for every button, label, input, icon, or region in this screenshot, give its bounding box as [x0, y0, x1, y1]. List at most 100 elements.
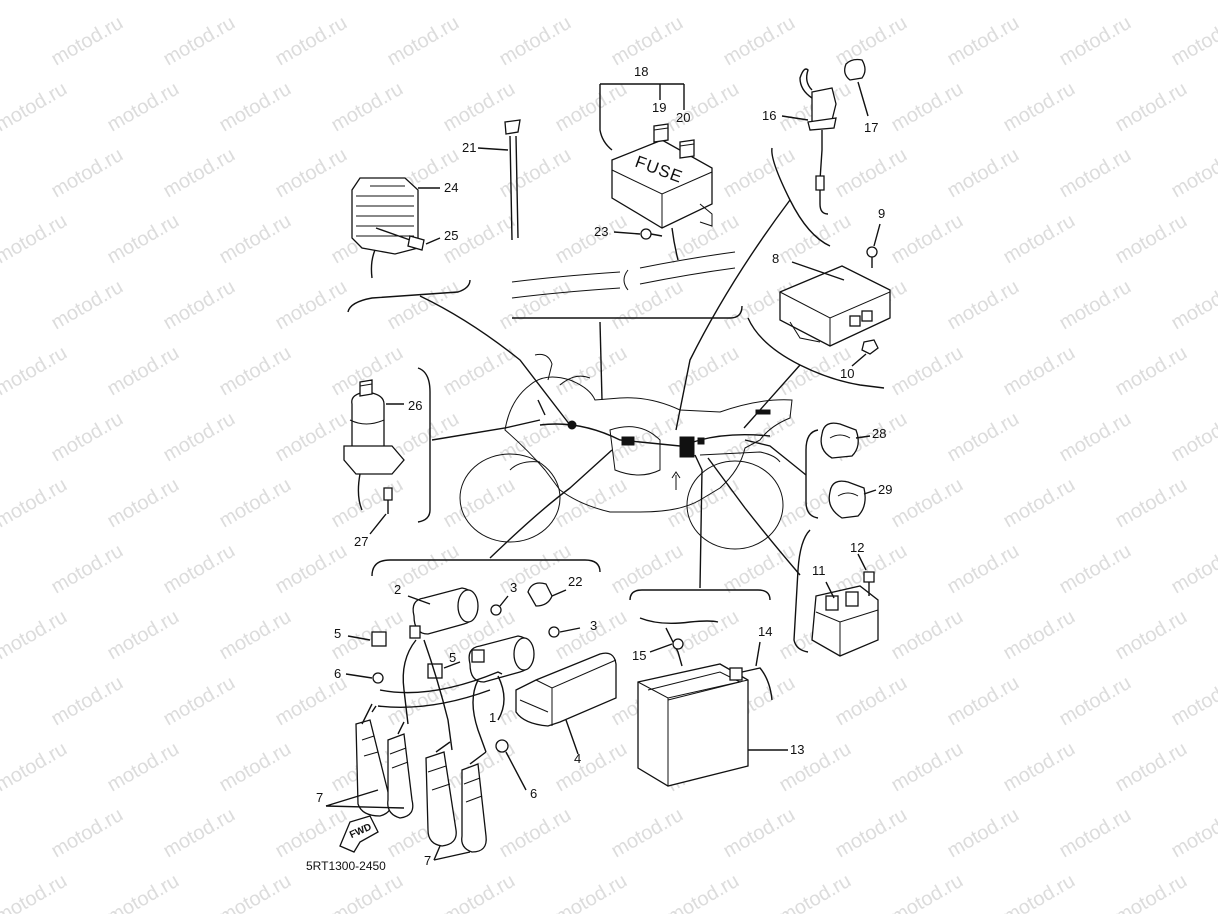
cdi-unit	[779, 261, 891, 347]
watermark-text: motod.ru	[1000, 78, 1079, 137]
watermark-text: motod.ru	[832, 144, 911, 203]
watermark-text: motod.ru	[48, 12, 127, 71]
watermark-text: motod.ru	[0, 870, 71, 914]
watermark-text: motod.ru	[1168, 672, 1218, 731]
watermark-text: motod.ru	[888, 0, 967, 4]
watermark-text: motod.ru	[48, 408, 127, 467]
fwd-arrow-icon: FWD	[339, 815, 379, 853]
callout-16: 16	[762, 108, 776, 123]
clamp-icon	[844, 58, 869, 117]
watermark-text: motod.ru	[608, 804, 687, 863]
watermark-text: motod.ru	[440, 870, 519, 914]
drawing-code: 5RT1300-2450	[306, 859, 386, 873]
bolt-icon	[857, 553, 875, 596]
watermark-text: motod.ru	[0, 0, 71, 4]
watermark-text: motod.ru	[1056, 540, 1135, 599]
clamp-icon	[828, 480, 877, 519]
callout-4: 4	[574, 751, 581, 766]
watermark-text: motod.ru	[664, 78, 743, 137]
watermark-text: motod.ru	[496, 12, 575, 71]
watermark-text: motod.ru	[272, 276, 351, 335]
clamp-icon	[820, 422, 871, 459]
watermark-text: motod.ru	[552, 78, 631, 137]
battery	[637, 663, 788, 787]
screw-icon	[866, 223, 881, 268]
watermark-text: motod.ru	[552, 342, 631, 401]
watermark-text: motod.ru	[104, 606, 183, 665]
callout-5: 5	[449, 650, 456, 665]
watermark-text: motod.ru	[1112, 78, 1191, 137]
callout-6: 6	[530, 786, 537, 801]
callout-3: 3	[510, 580, 517, 595]
callout-19: 19	[652, 100, 666, 115]
callout-7: 7	[316, 790, 323, 805]
fuse-icon	[679, 139, 695, 159]
watermark-text: motod.ru	[720, 408, 799, 467]
watermark-text: motod.ru	[1056, 408, 1135, 467]
main-switch	[343, 379, 405, 511]
watermark-text: motod.ru	[160, 672, 239, 731]
watermark-text: motod.ru	[888, 210, 967, 269]
watermark-text: motod.ru	[832, 804, 911, 863]
watermark-text: motod.ru	[216, 870, 295, 914]
watermark-text: motod.ru	[0, 210, 71, 269]
watermark-text: motod.ru	[272, 144, 351, 203]
watermark-text: motod.ru	[944, 540, 1023, 599]
watermark-text: motod.ru	[552, 474, 631, 533]
watermark-text: motod.ru	[496, 804, 575, 863]
watermark-text: motod.ru	[1168, 408, 1218, 467]
watermark-text: motod.ru	[160, 540, 239, 599]
spark-plug-cap	[387, 721, 414, 819]
callout-21: 21	[462, 140, 476, 155]
watermark-text: motod.ru	[832, 672, 911, 731]
watermark-text: motod.ru	[888, 474, 967, 533]
fuse-icon	[653, 123, 669, 143]
callout-10: 10	[840, 366, 854, 381]
watermark-text: motod.ru	[216, 474, 295, 533]
watermark-text: motod.ru	[888, 870, 967, 914]
watermark-text: motod.ru	[720, 804, 799, 863]
watermark-text: motod.ru	[104, 474, 183, 533]
watermark-text: motod.ru	[776, 738, 855, 797]
ignition-coil	[407, 587, 479, 639]
watermark-text: motod.ru	[552, 870, 631, 914]
watermark-text: motod.ru	[1112, 606, 1191, 665]
watermark-text: motod.ru	[160, 804, 239, 863]
bolt-icon	[375, 227, 441, 251]
watermark-text: motod.ru	[496, 276, 575, 335]
battery-lead	[639, 617, 719, 667]
watermark-text: motod.ru	[608, 408, 687, 467]
motorcycle-outline	[459, 353, 793, 550]
watermark-text: motod.ru	[160, 276, 239, 335]
watermark-text: motod.ru	[48, 144, 127, 203]
neutral-switch	[781, 68, 837, 215]
high-tension-leads	[371, 639, 505, 753]
watermark-text: motod.ru	[664, 342, 743, 401]
callout-26: 26	[408, 398, 422, 413]
callout-3: 3	[590, 618, 597, 633]
watermark-text: motod.ru	[552, 738, 631, 797]
watermark-text: motod.ru	[272, 408, 351, 467]
watermark-text: motod.ru	[1168, 804, 1218, 863]
screw-icon	[548, 626, 581, 638]
watermark-text: motod.ru	[944, 672, 1023, 731]
rectifier-regulator	[351, 177, 440, 279]
watermark-text: motod.ru	[216, 210, 295, 269]
watermark-text: motod.ru	[1112, 474, 1191, 533]
watermark-text: motod.ru	[272, 804, 351, 863]
callout-1: 1	[489, 710, 496, 725]
watermark-text: motod.ru	[328, 0, 407, 4]
callout-9: 9	[878, 206, 885, 221]
callout-pointer-7	[325, 789, 471, 861]
watermark-text: motod.ru	[776, 210, 855, 269]
watermark-text: motod.ru	[216, 738, 295, 797]
connector-icon	[427, 661, 461, 679]
bolt-icon	[369, 487, 393, 535]
watermark-text: motod.ru	[664, 870, 743, 914]
callout-14: 14	[758, 624, 772, 639]
watermark-text: motod.ru	[216, 0, 295, 4]
watermark-text: motod.ru	[440, 0, 519, 4]
callout-8: 8	[772, 251, 779, 266]
watermark-text: motod.ru	[1000, 606, 1079, 665]
